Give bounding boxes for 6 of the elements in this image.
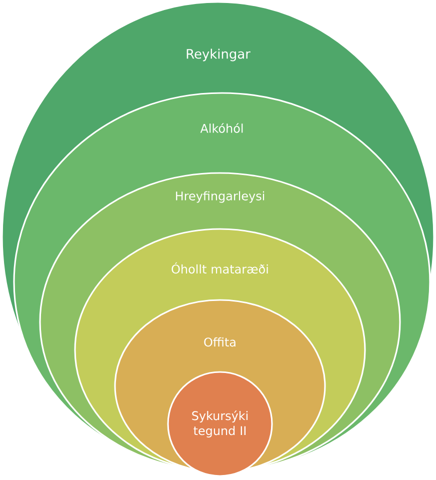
ring-label: Óhollt mataræði [172,262,268,274]
ring-label: Offita [204,337,236,347]
ring-label: Reykingar [186,48,250,62]
ring-label: Alkóhól [200,123,243,133]
ring-label: Hreyfingarleysi [176,191,264,203]
ring-label: Sykursýki tegund II [192,410,248,438]
